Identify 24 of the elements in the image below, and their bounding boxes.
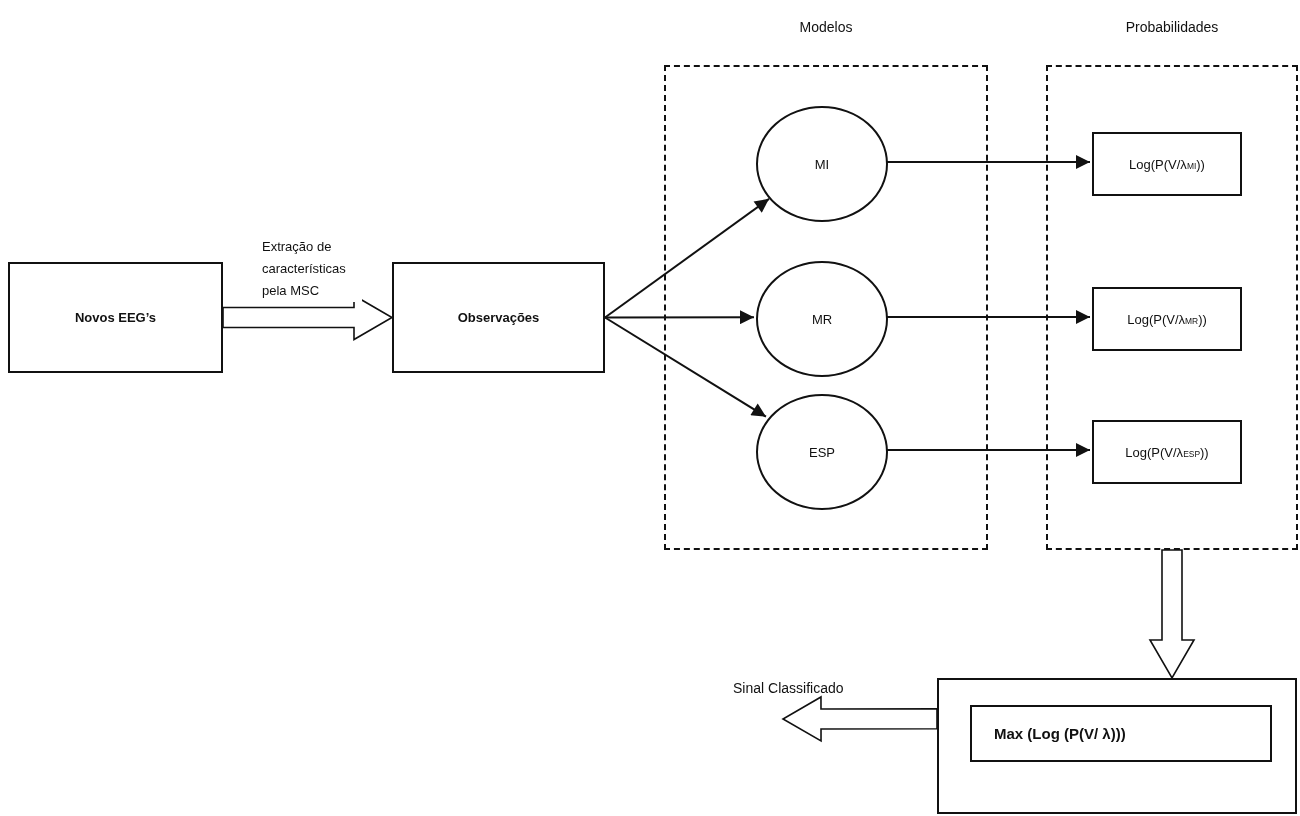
max-box (970, 705, 1272, 762)
process-box (8, 262, 223, 373)
hollow-block-arrow (1148, 549, 1196, 680)
node-text: Observações (457, 310, 540, 325)
node-text: MI (814, 156, 830, 172)
node-text: MR (811, 311, 833, 327)
arrow (604, 316, 767, 418)
node-text: Max (Log (P(V/ λ))) (994, 725, 1126, 742)
output-label: Sinal Classificado (733, 680, 844, 696)
arrow (885, 155, 1091, 169)
probability-box (1092, 132, 1242, 196)
probability-box (1092, 420, 1242, 484)
group-heading: Modelos (798, 19, 854, 35)
group-heading: Probabilidades (1124, 19, 1220, 35)
hollow-block-arrow (781, 695, 938, 743)
process-box (392, 262, 605, 373)
probability-box (1092, 287, 1242, 351)
arrow (885, 443, 1091, 457)
node-text: Novos EEG’s (74, 310, 157, 325)
arrow (604, 197, 771, 319)
arrow (885, 310, 1091, 324)
output-box (937, 678, 1297, 814)
arrow (604, 310, 755, 325)
node-text: ESP (809, 444, 835, 460)
